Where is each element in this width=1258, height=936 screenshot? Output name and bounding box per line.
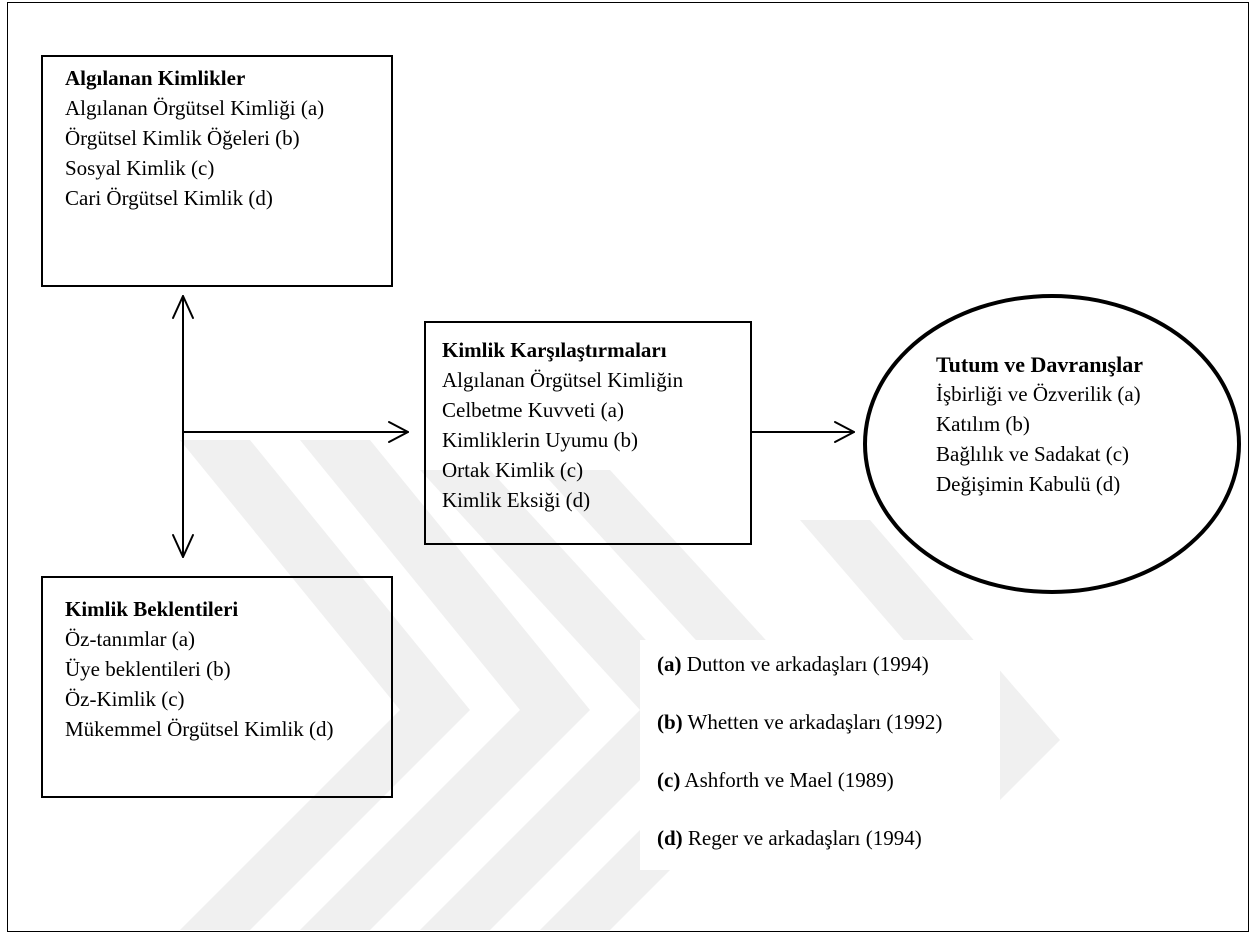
reference-key: (c) (657, 768, 681, 792)
identity-expectations-box: Kimlik Beklentileri Öz-tanımlar (a) Üye … (41, 576, 393, 798)
reference-key: (b) (657, 710, 683, 734)
perceived-item: Örgütsel Kimlik Öğeleri (b) (65, 126, 300, 150)
reference-b: (b) Whetten ve arkadaşları (1992) (657, 708, 942, 736)
perceived-identities-box: Algılanan Kimlikler Algılanan Örgütsel K… (41, 55, 393, 287)
outcome-item: Katılım (b) (936, 412, 1030, 436)
expectation-item: Öz-tanımlar (a) (65, 627, 196, 651)
expectation-item: Öz-Kimlik (c) (65, 687, 185, 711)
reference-d: (d) Reger ve arkadaşları (1994) (657, 824, 922, 852)
outcome-item: Değişimin Kabulü (d) (936, 472, 1121, 496)
identity-comparisons-title: Kimlik Karşılaştırmaları (442, 338, 667, 362)
perceived-item: Cari Örgütsel Kimlik (d) (65, 186, 273, 210)
perceived-item: Algılanan Örgütsel Kimliği (a) (65, 96, 325, 120)
identity-expectations-title: Kimlik Beklentileri (65, 597, 239, 621)
expectation-item: Mükemmel Örgütsel Kimlik (d) (65, 717, 334, 741)
comparison-item: Kimliklerin Uyumu (b) (442, 428, 638, 452)
arrow-head-up (172, 295, 194, 319)
reference-key: (d) (657, 826, 683, 850)
arrow-head-right (834, 421, 855, 443)
arrow-head-down (172, 534, 194, 558)
expectation-item: Üye beklentileri (b) (65, 657, 231, 681)
comparison-item: Ortak Kimlik (c) (442, 458, 584, 482)
reference-text: Reger ve arkadaşları (1994) (682, 826, 922, 850)
attitudes-behaviors-text: Tutum ve Davranışlar İşbirliği ve Özveri… (936, 351, 1143, 499)
reference-text: Ashforth ve Mael (1989) (680, 768, 894, 792)
outcome-item: İşbirliği ve Özverilik (a) (936, 382, 1141, 406)
reference-c: (c) Ashforth ve Mael (1989) (657, 766, 894, 794)
reference-key: (a) (657, 652, 682, 676)
reference-text: Dutton ve arkadaşları (1994) (681, 652, 929, 676)
diagram-frame (7, 2, 1249, 932)
comparison-item: Algılanan Örgütsel Kimliğin (442, 368, 684, 392)
comparison-item: Celbetme Kuvveti (a) (442, 398, 624, 422)
outcome-item: Bağlılık ve Sadakat (c) (936, 442, 1130, 466)
perceived-identities-title: Algılanan Kimlikler (65, 66, 246, 90)
arrow-head-right (388, 421, 409, 443)
attitudes-behaviors-title: Tutum ve Davranışlar (936, 352, 1143, 377)
identity-comparisons-box: Kimlik Karşılaştırmaları Algılanan Örgüt… (424, 321, 752, 545)
attitudes-behaviors-ellipse (863, 294, 1241, 594)
perceived-item: Sosyal Kimlik (c) (65, 156, 215, 180)
reference-a: (a) Dutton ve arkadaşları (1994) (657, 650, 929, 678)
comparison-item: Kimlik Eksiği (d) (442, 488, 591, 512)
references-panel: (a) Dutton ve arkadaşları (1994) (b) Whe… (640, 640, 1000, 870)
reference-text: Whetten ve arkadaşları (1992) (682, 710, 943, 734)
